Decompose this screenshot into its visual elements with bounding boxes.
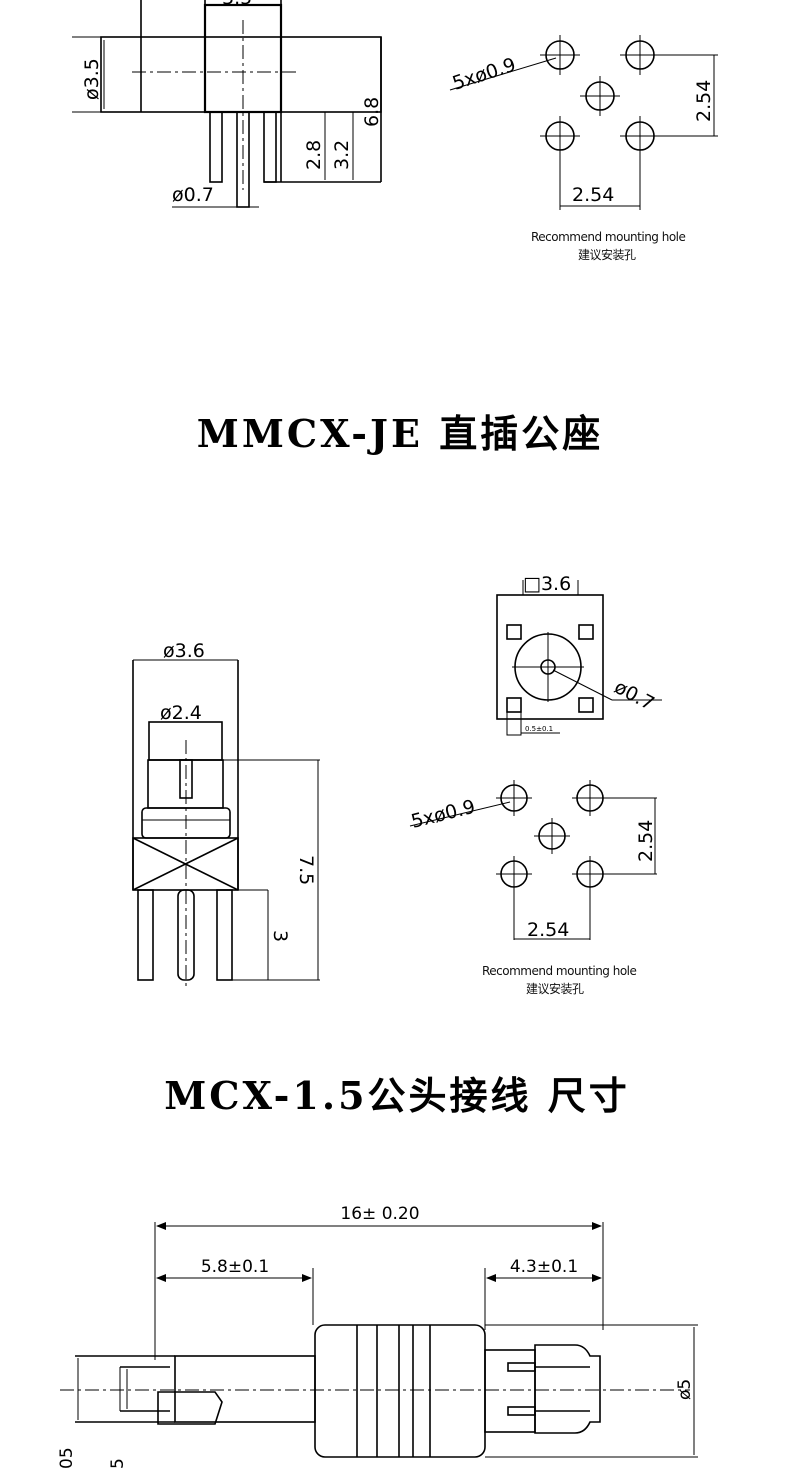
s3-length-total-label: 16± 0.20 xyxy=(340,1204,419,1224)
s1-note-en: Recommend mounting hole xyxy=(531,230,686,244)
s2-dia-inner-label: ø2.4 xyxy=(160,702,202,724)
s2-pitch-h-label: 2.54 xyxy=(527,919,569,941)
s3-length-left-label: 5.8±0.1 xyxy=(201,1257,269,1277)
section3-cable-drawing xyxy=(60,1222,698,1458)
s2-pin-dia-label: ø0.7 xyxy=(611,676,658,715)
s2-note-en: Recommend mounting hole xyxy=(482,964,637,978)
s1-body-dia-label: ø3.5 xyxy=(81,58,103,100)
s2-small-label: 0.5±0.1 xyxy=(525,725,553,733)
s1-height-label: 6.8 xyxy=(361,97,383,127)
s1-holes-label: 5xø0.9 xyxy=(450,54,519,95)
s2-pitch-v-label: 2.54 xyxy=(635,820,657,862)
s2-dia-outer-label: ø3.6 xyxy=(163,640,205,662)
s2-square-label: □3.6 xyxy=(523,573,571,595)
s1-pin-len-b-label: 3.2 xyxy=(331,140,353,170)
s3-length-right-label: 4.3±0.1 xyxy=(510,1257,578,1277)
s2-pin-len-label: 3 xyxy=(269,930,291,942)
s1-note-cn: 建议安装孔 xyxy=(578,247,636,262)
section2-top-view xyxy=(496,580,662,736)
s2-holes-label: 5xø0.9 xyxy=(409,796,478,833)
section2-side-view xyxy=(132,659,320,990)
section2-title: MMCX-JE 直插公座 xyxy=(197,411,603,456)
s1-pitch-h-label: 2.54 xyxy=(572,184,614,206)
section3-title: MCX-1.5公头接线 尺寸 xyxy=(164,1073,630,1118)
section2-hole-pattern xyxy=(409,780,657,940)
s3-left-b-label: 5 xyxy=(108,1458,128,1469)
s3-left-a-label: 05 xyxy=(57,1447,77,1469)
section1-hole-pattern xyxy=(449,35,718,210)
section1-side-view xyxy=(72,0,382,208)
s3-dia-label: ø5 xyxy=(675,1379,695,1400)
s2-height-label: 7.5 xyxy=(295,855,317,885)
s1-pitch-v-label: 2.54 xyxy=(693,80,715,122)
s1-pin-dia-label: ø0.7 xyxy=(172,184,214,206)
s1-top-dim-label: 3.5 xyxy=(222,0,252,9)
s1-pin-len-a-label: 2.8 xyxy=(303,140,325,170)
s2-note-cn: 建议安装孔 xyxy=(526,981,584,996)
